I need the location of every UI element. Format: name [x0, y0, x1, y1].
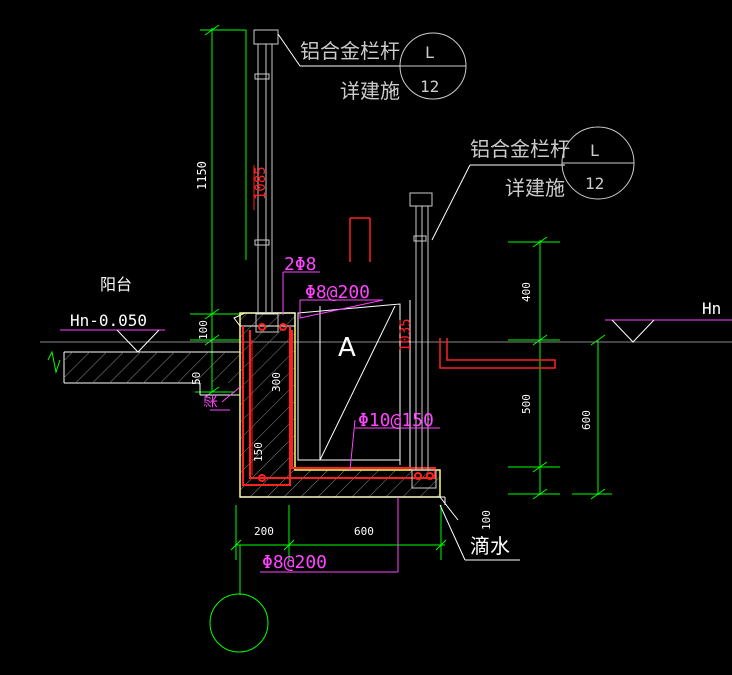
- rebar-lines: [242, 165, 556, 486]
- label-rebar-phi10-150: Φ10@150: [358, 410, 434, 431]
- label-circle-right-l: L: [590, 141, 600, 160]
- label-drip: 滴水: [470, 534, 510, 558]
- balcony-slab: [40, 341, 732, 396]
- label-elev-left: Hn-0.050: [70, 311, 147, 330]
- label-region-a: A: [338, 333, 356, 363]
- dimension-lines: [190, 24, 612, 653]
- dim-150: 150: [252, 442, 265, 462]
- dim-500: 500: [520, 394, 533, 414]
- label-circle-right-12: 12: [585, 174, 604, 193]
- leaders: [60, 33, 732, 561]
- label-elev-right: Hn: [702, 299, 721, 318]
- reference-circles: [399, 32, 635, 200]
- label-rebar-phi8-200-bottom: Φ8@200: [262, 552, 327, 573]
- label-beam: 梁: [204, 394, 220, 408]
- label-balcony: 阳台: [100, 275, 132, 294]
- dim-1035: 1035: [398, 318, 414, 352]
- label-circle-top-12: 12: [420, 77, 439, 96]
- rebar-callouts: [210, 271, 440, 573]
- label-rebar-phi8-200-top: Φ8@200: [305, 282, 370, 303]
- dim-1150: 1150: [195, 161, 209, 190]
- dim-1085-top: 1085: [253, 166, 269, 200]
- dim-100-drip: 100: [480, 510, 493, 530]
- label-railing-top: 铝合金栏杆: [300, 39, 400, 63]
- label-railing-right: 铝合金栏杆: [470, 137, 570, 161]
- label-railing-right-ref: 详建施: [505, 176, 565, 200]
- dim-400: 400: [520, 282, 533, 302]
- label-rebar-2phi8: 2Φ8: [284, 254, 317, 275]
- railing-top: [253, 29, 279, 333]
- label-circle-top-l: L: [425, 43, 435, 62]
- dim-300: 300: [270, 372, 283, 392]
- dim-600-right: 600: [580, 410, 593, 430]
- dim-100-left: 100: [197, 320, 210, 340]
- railing-right: [409, 192, 437, 489]
- dim-600-bottom: 600: [354, 525, 374, 538]
- label-railing-top-ref: 详建施: [340, 79, 400, 103]
- dim-50: 50: [190, 372, 203, 385]
- dim-200: 200: [254, 525, 274, 538]
